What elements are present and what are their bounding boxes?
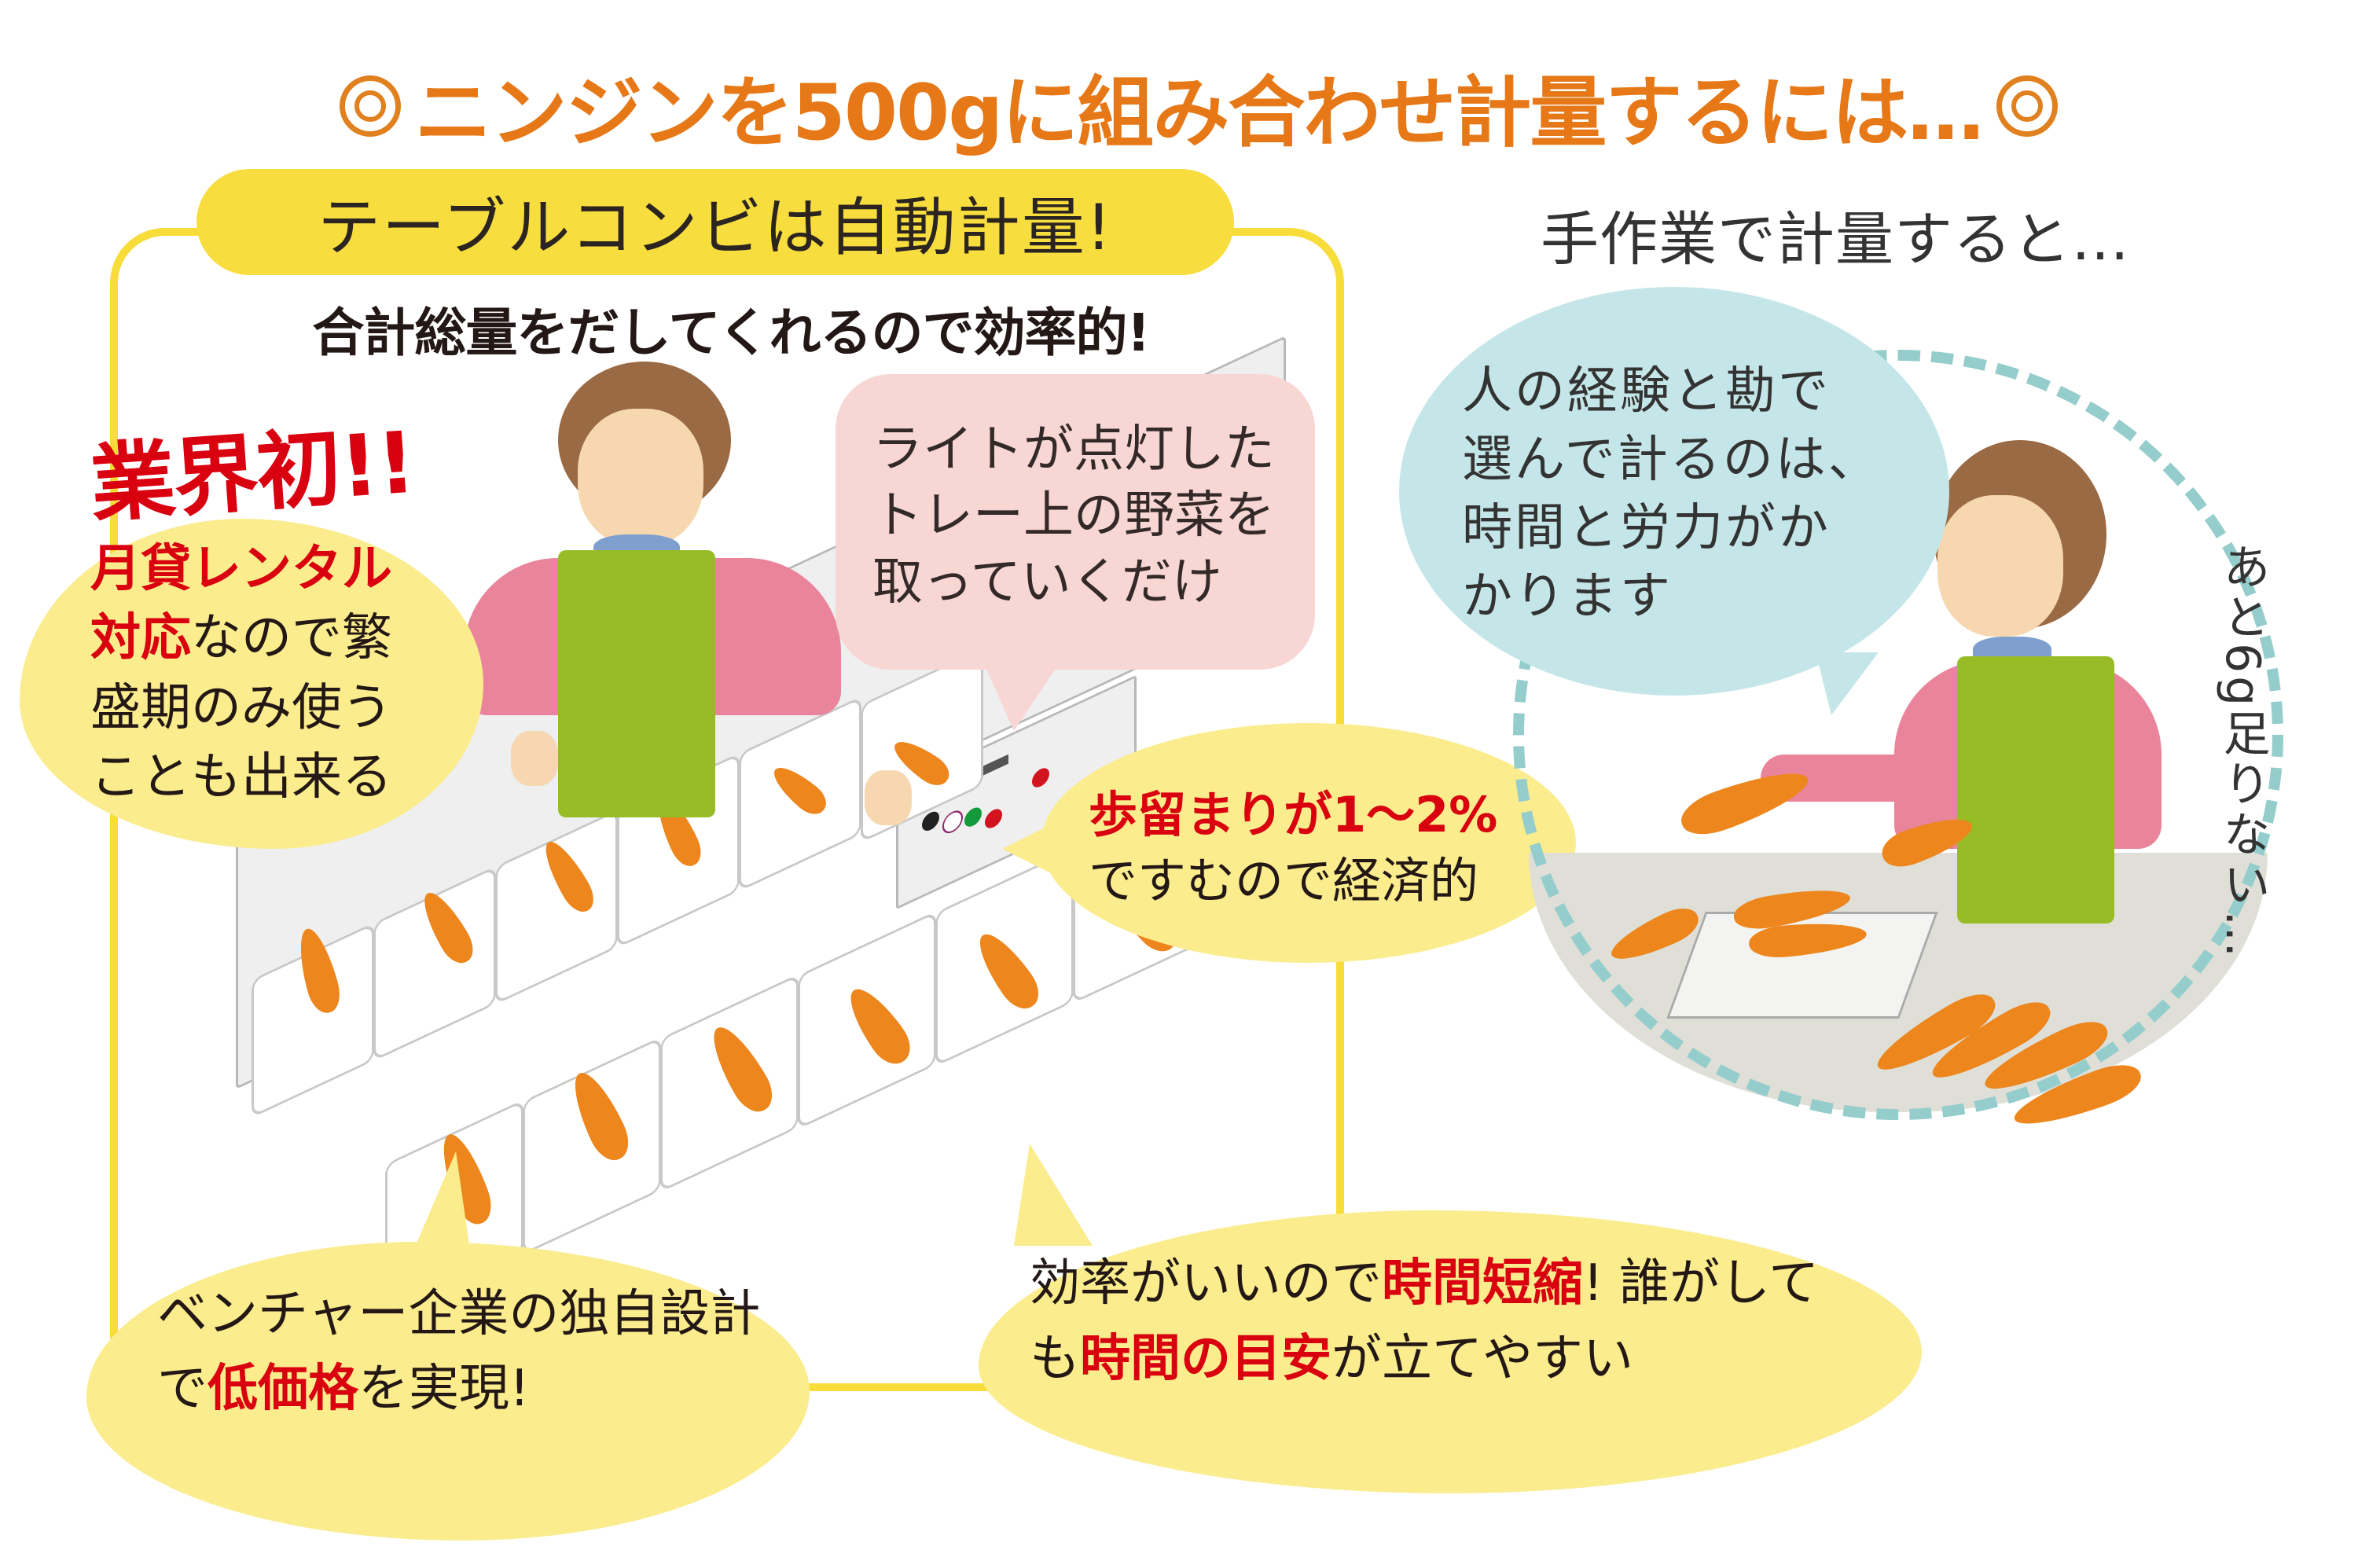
yield-line1: 歩留まりが1〜2%	[1089, 786, 1498, 843]
venture-line2-red: 低価格	[208, 1359, 358, 1418]
rental-line2-rest: なので繁	[191, 609, 392, 668]
efficiency-bubble	[979, 1210, 1922, 1493]
eff-line1-post: ! 誰がして	[1583, 1254, 1820, 1313]
rental-line4: ことも出来る	[90, 747, 392, 806]
eff-line1-pre: 効率がいいので	[1030, 1254, 1382, 1313]
rental-line1: 月貸レンタル	[90, 540, 392, 598]
venture-bubble-text: ベンチャー企業の独自設計 で低価格を実現!	[157, 1277, 760, 1426]
yield-line2: ですむので経済的	[1089, 851, 1479, 909]
page-title: ニンジンを500gに組み合わせ計量するには…	[322, 55, 2075, 158]
red-button	[1032, 765, 1049, 791]
light-line1: ライトが点灯した	[872, 420, 1275, 479]
worried-face	[1937, 495, 2063, 637]
light-bubble-text: ライトが点灯した トレー上の野菜を 取っていくだけ	[872, 417, 1275, 615]
eff-line2-red: 時間の目安	[1080, 1330, 1331, 1388]
light-line3: 取っていくだけ	[872, 553, 1222, 611]
venture-line2-pre: で	[157, 1359, 208, 1418]
red-button	[985, 806, 1002, 832]
light-line2: トレー上の野菜を	[872, 487, 1275, 545]
thought-bubble	[1399, 287, 1949, 696]
thought-line3: 時間と労力がか	[1462, 499, 1831, 558]
yield-bubble	[1041, 723, 1576, 963]
worker-illustration-right	[1753, 424, 2193, 975]
tray	[523, 1036, 661, 1256]
thought-line2: 選んで計るのは、	[1462, 431, 1881, 490]
face	[578, 409, 703, 546]
venture-line2-post: を実現!	[358, 1359, 530, 1418]
rental-bubble	[20, 519, 483, 849]
double-circle-icon	[339, 75, 401, 137]
table-combi-subtitle: 合計総量をだしてくれるので効率的!	[312, 303, 1150, 363]
apron	[558, 550, 715, 817]
worker-illustration-left	[440, 362, 912, 849]
eff-line2-pre: も	[1030, 1330, 1080, 1388]
shortfall-caption: あと6g足りない…	[2215, 542, 2270, 961]
venture-bubble	[86, 1242, 810, 1540]
thought-bubble-text: 人の経験と勘で 選んで計るのは、 時間と労力がか かります	[1462, 358, 1881, 631]
eff-line1-red: 時間短縮	[1382, 1254, 1583, 1313]
hand	[865, 770, 912, 825]
venture-bubble-tail	[409, 1151, 472, 1261]
eff-line2-post: が立てやすい	[1331, 1330, 1633, 1388]
light-bubble-tail	[982, 660, 1061, 731]
white-button	[942, 806, 963, 837]
efficiency-bubble-text: 効率がいいので時間短縮! 誰がして も時間の目安が立てやすい	[1030, 1246, 1819, 1397]
hand	[511, 731, 558, 786]
industry-first-badge: 業界初!!	[86, 413, 418, 535]
rental-line2-red: 対応	[90, 609, 191, 668]
double-circle-icon	[1996, 75, 2059, 137]
yield-bubble-tail	[1002, 817, 1065, 880]
green-button	[964, 804, 982, 830]
table-combi-heading: テーブルコンビは自動計量!	[196, 169, 1234, 275]
yield-bubble-text: 歩留まりが1〜2% ですむので経済的	[1089, 782, 1497, 913]
thought-line4: かります	[1462, 567, 1673, 626]
manual-weighing-heading: 手作業で計量すると…	[1541, 206, 2130, 274]
title-text: ニンジンを500gに組み合わせ計量するには…	[414, 68, 1985, 158]
efficiency-bubble-tail	[1014, 1144, 1093, 1246]
apron	[1957, 656, 2114, 924]
thought-line1: 人の経験と勘で	[1462, 362, 1831, 420]
rental-line3: 盛期のみ使う	[90, 678, 392, 737]
venture-line1: ベンチャー企業の独自設計	[157, 1285, 761, 1343]
light-bubble	[836, 374, 1315, 670]
thought-bubble-tail	[1816, 652, 1879, 715]
rental-bubble-text: 月貸レンタル 対応なので繁 盛期のみ使う ことも出来る	[90, 534, 483, 812]
